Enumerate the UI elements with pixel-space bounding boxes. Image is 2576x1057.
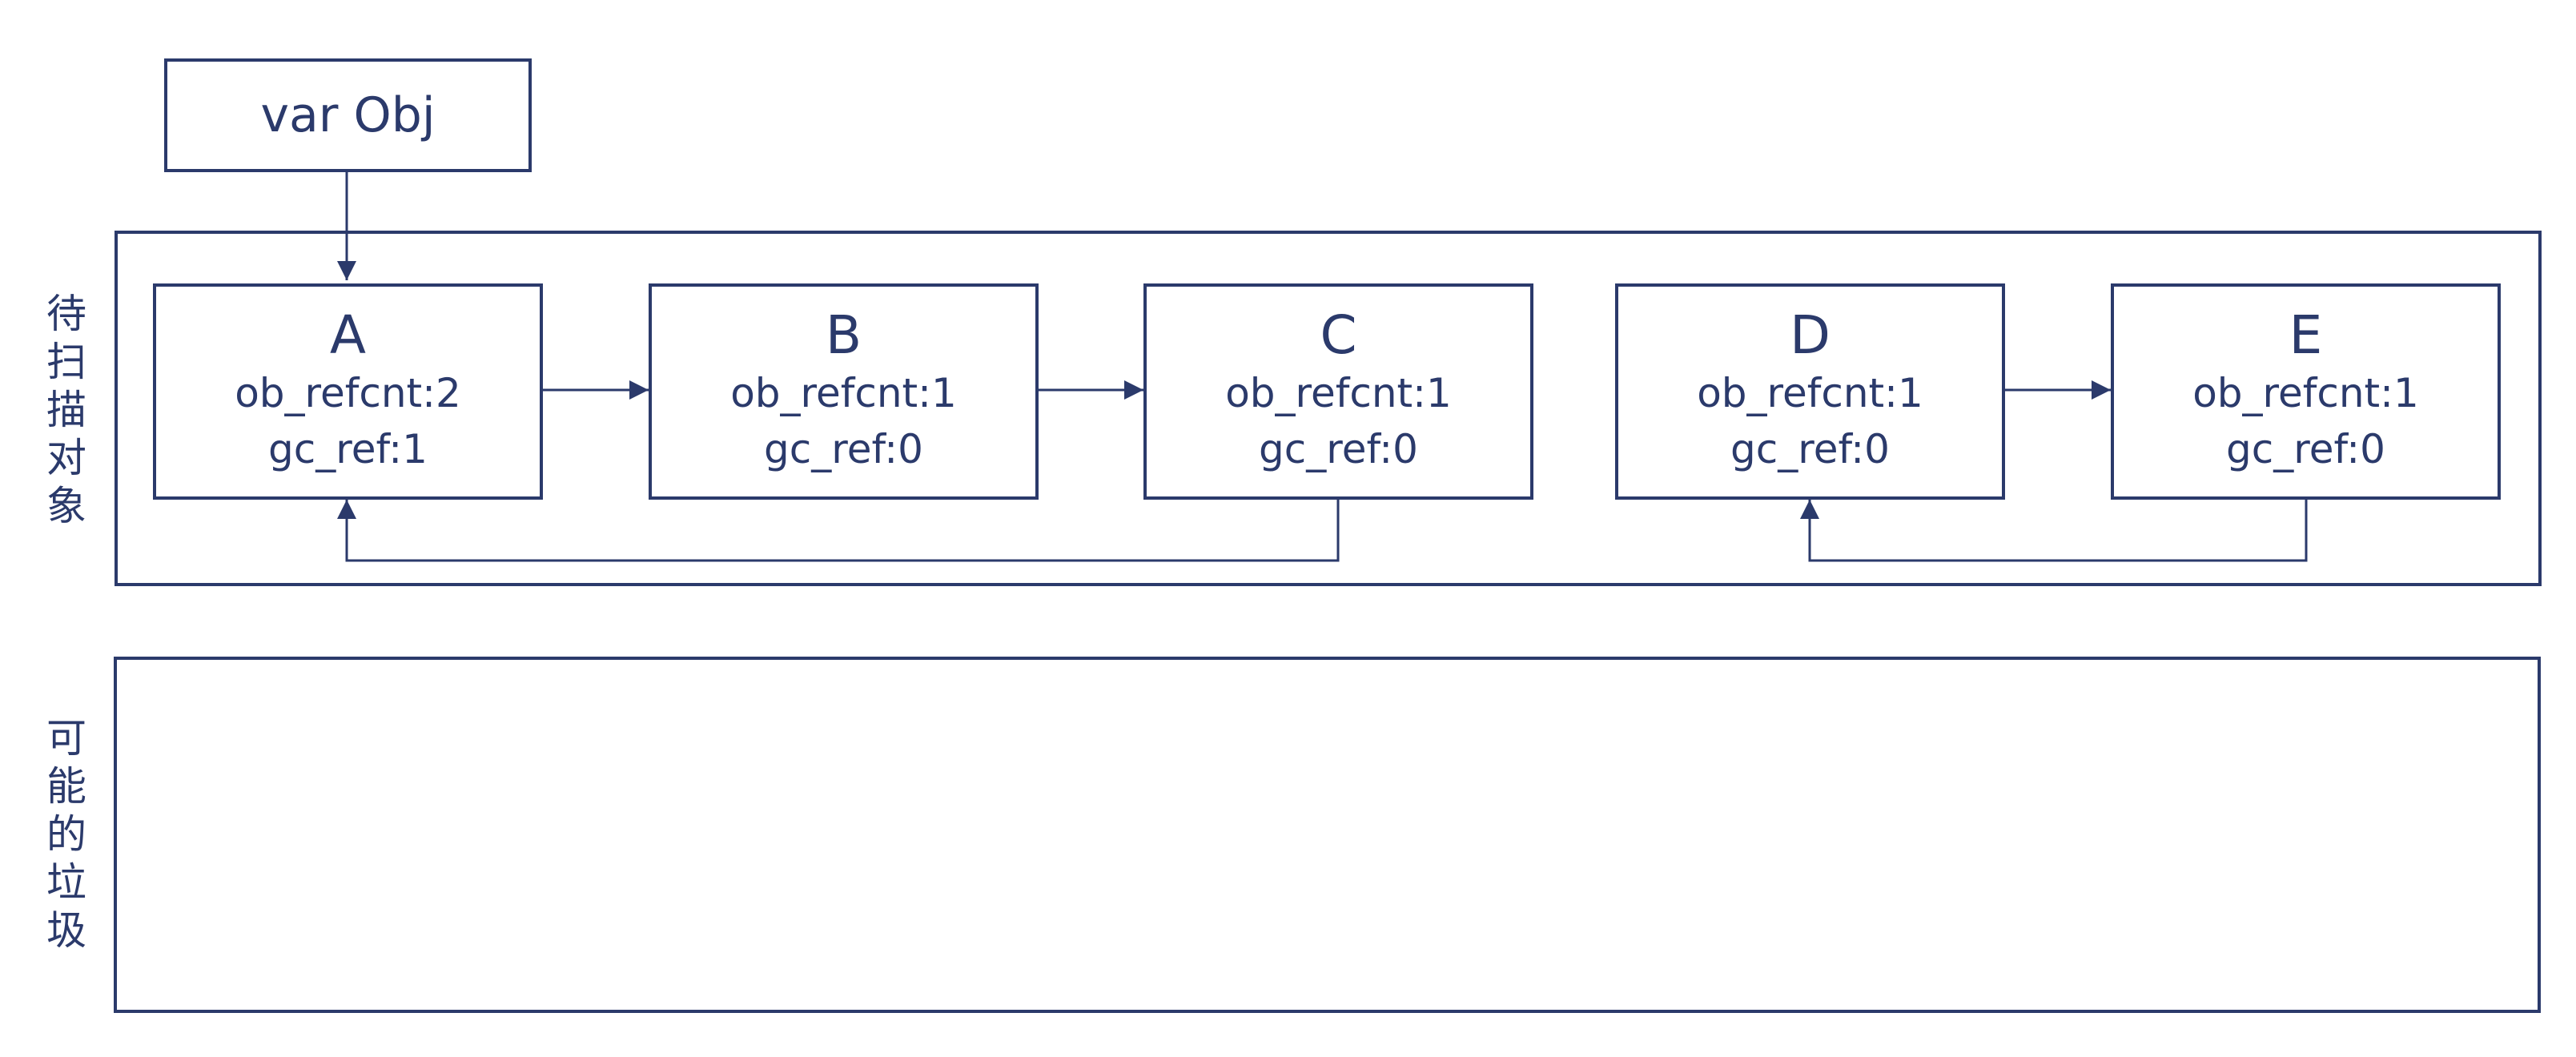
- object-gcref: gc_ref:0: [1730, 426, 1890, 472]
- object-name: E: [2289, 304, 2323, 366]
- object-node-a: A ob_refcnt:2 gc_ref:1: [153, 283, 543, 500]
- object-name: A: [329, 304, 367, 366]
- garbage-region-frame: [114, 657, 2541, 1013]
- object-node-d: D ob_refcnt:1 gc_ref:0: [1615, 283, 2005, 500]
- garbage-region-label: 可 能 的 垃 圾: [46, 715, 86, 954]
- object-node-b: B ob_refcnt:1 gc_ref:0: [649, 283, 1039, 500]
- arrow-e-to-d: [1800, 498, 2308, 562]
- object-node-c: C ob_refcnt:1 gc_ref:0: [1143, 283, 1533, 500]
- object-refcnt: ob_refcnt:1: [1697, 370, 1923, 416]
- object-name: D: [1790, 304, 1831, 366]
- object-name: C: [1320, 304, 1357, 366]
- object-refcnt: ob_refcnt:1: [730, 370, 957, 416]
- object-refcnt: ob_refcnt:2: [235, 370, 461, 416]
- object-refcnt: ob_refcnt:1: [1225, 370, 1452, 416]
- variable-box: var Obj: [164, 58, 532, 172]
- variable-label: var Obj: [260, 87, 436, 143]
- object-name: B: [825, 304, 862, 366]
- object-node-e: E ob_refcnt:1 gc_ref:0: [2111, 283, 2501, 500]
- object-gcref: gc_ref:0: [2226, 426, 2385, 472]
- scan-region-frame: [115, 231, 2542, 586]
- scan-region-label: 待 扫 描 对 象: [46, 291, 86, 529]
- object-gcref: gc_ref:1: [268, 426, 428, 472]
- object-refcnt: ob_refcnt:1: [2192, 370, 2419, 416]
- object-gcref: gc_ref:0: [764, 426, 923, 472]
- object-gcref: gc_ref:0: [1259, 426, 1418, 472]
- arrow-c-to-a: [337, 498, 1340, 562]
